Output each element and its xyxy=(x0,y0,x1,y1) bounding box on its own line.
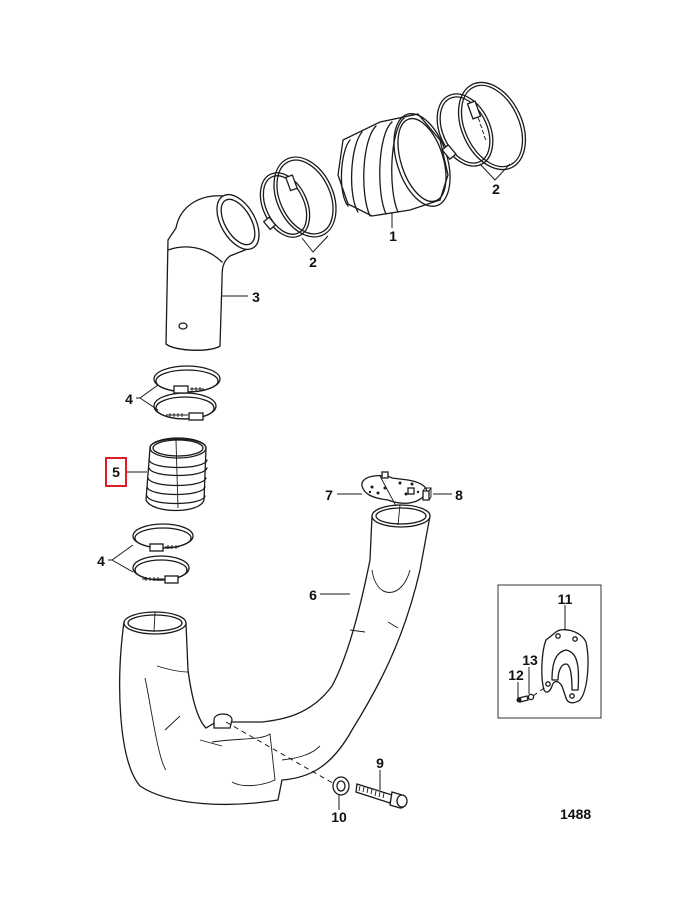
part-2-clamps-left[interactable] xyxy=(251,147,348,247)
part-9-bolt[interactable] xyxy=(355,783,408,809)
part-10-washer[interactable] xyxy=(332,776,350,796)
callout-2-right[interactable]: 2 xyxy=(492,181,500,197)
part-11-plate[interactable] xyxy=(541,629,589,704)
leader-2a xyxy=(301,235,329,253)
part-5-bellows[interactable] xyxy=(145,437,208,512)
callout-4-lower[interactable]: 4 xyxy=(97,553,105,569)
part-6-y-pipe[interactable] xyxy=(119,504,431,805)
callout-11[interactable]: 11 xyxy=(557,591,573,607)
leader-4a xyxy=(136,384,159,411)
callout-5[interactable]: 5 xyxy=(112,464,120,480)
inset-frame xyxy=(497,584,602,719)
callout-1[interactable]: 1 xyxy=(389,228,397,244)
figure-number: 1488 xyxy=(560,806,592,822)
part-7-flapper-valve[interactable] xyxy=(361,471,428,507)
callout-9[interactable]: 9 xyxy=(376,755,384,771)
part-8-clip[interactable] xyxy=(422,487,432,501)
callout-2-left[interactable]: 2 xyxy=(309,254,317,270)
part-4-clamps-upper[interactable] xyxy=(153,365,221,421)
part-1-bellows[interactable] xyxy=(337,107,461,217)
callout-7[interactable]: 7 xyxy=(325,487,333,503)
part-2-clamps-right[interactable] xyxy=(426,72,538,181)
screw-axis-dashed xyxy=(532,685,548,697)
part-12-screw[interactable] xyxy=(516,695,529,703)
leader-4b xyxy=(108,544,134,573)
part-4-clamps-lower[interactable] xyxy=(132,523,194,584)
callout-3[interactable]: 3 xyxy=(252,289,260,305)
leader-2b xyxy=(479,163,511,181)
callout-8[interactable]: 8 xyxy=(455,487,463,503)
callout-5-highlight xyxy=(105,457,127,487)
callout-4-upper[interactable]: 4 xyxy=(125,391,133,407)
callout-6[interactable]: 6 xyxy=(309,587,317,603)
part-3-elbow[interactable] xyxy=(165,188,268,351)
part-13-washer[interactable] xyxy=(527,693,535,701)
bolt-axis-dashed xyxy=(225,721,339,787)
callout-12[interactable]: 12 xyxy=(508,667,524,683)
callout-13[interactable]: 13 xyxy=(522,652,538,668)
callout-10[interactable]: 10 xyxy=(331,809,347,825)
